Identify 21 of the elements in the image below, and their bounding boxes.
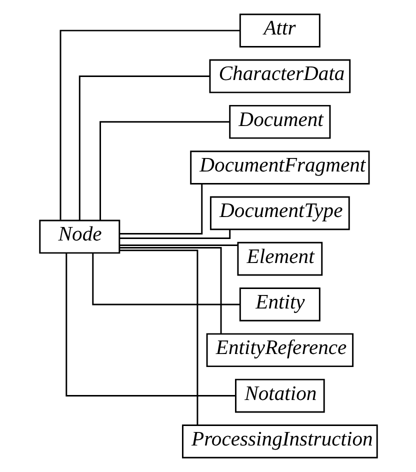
node-box: DocumentType: [209, 196, 350, 230]
node-box: ProcessingInstruction: [182, 424, 378, 458]
connector: [99, 121, 229, 220]
connector: [78, 75, 210, 220]
node-box: CharacterData: [208, 59, 350, 94]
node-box: Element: [236, 242, 322, 276]
node-box: DocumentFragment: [190, 150, 370, 184]
connector: [59, 30, 240, 220]
connector: [119, 230, 230, 239]
connector: [119, 244, 238, 246]
connector: [65, 253, 236, 397]
connector: [119, 184, 202, 235]
node-box: Notation: [234, 378, 324, 413]
connector: [119, 247, 222, 334]
node-box: Node: [38, 220, 120, 254]
node-box: EntityReference: [206, 333, 354, 368]
node-box: Document: [228, 104, 330, 139]
node-box: Attr: [238, 14, 320, 48]
node-box: Entity: [238, 288, 320, 322]
connector: [119, 250, 198, 426]
connector: [92, 253, 240, 306]
